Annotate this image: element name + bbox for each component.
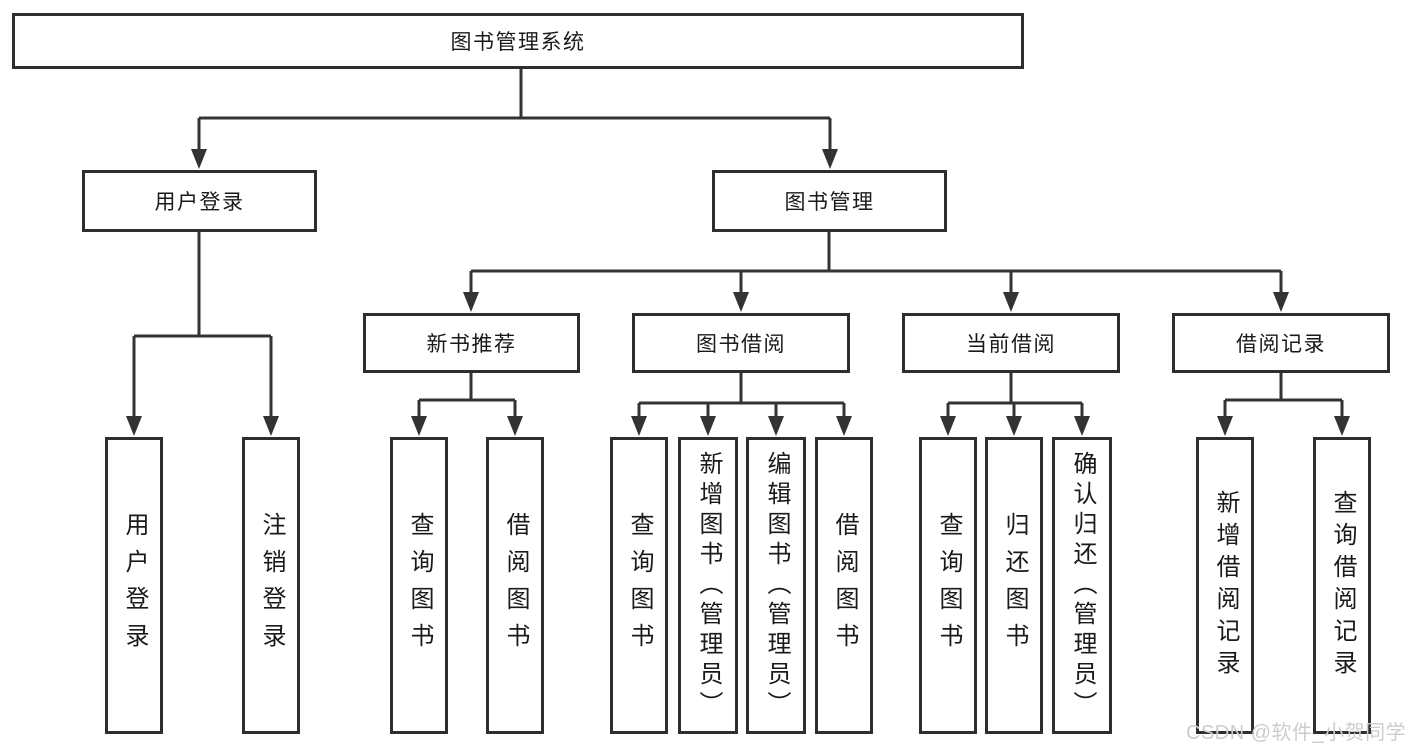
leaf-confirm-return-admin: 确认归还（管理员） (1052, 437, 1112, 734)
leaf-edit-books-admin-label: 编辑图书（管理员） (763, 450, 790, 721)
leaf-query-borrow-record-label: 查询借阅记录 (1329, 489, 1356, 682)
leaf-edit-books-admin: 编辑图书（管理员） (746, 437, 806, 734)
leaf-logout: 注销登录 (242, 437, 300, 734)
node-library-management-system: 图书管理系统 (12, 13, 1024, 69)
leaf-query-books-recommend: 查询图书 (390, 437, 448, 734)
leaf-add-borrow-record: 新增借阅记录 (1196, 437, 1254, 734)
leaf-user-login-label: 用户登录 (121, 511, 148, 660)
leaf-add-books-admin-label: 新增图书（管理员） (695, 450, 722, 721)
leaf-query-books-current: 查询图书 (919, 437, 977, 734)
node-new-book-recommendation-label: 新书推荐 (426, 333, 517, 356)
leaf-borrow-books-borrowing-label: 借阅图书 (831, 511, 858, 660)
leaf-borrow-books-recommend-label: 借阅图书 (502, 511, 529, 660)
node-book-borrowing-label: 图书借阅 (696, 333, 786, 356)
arrowheads (126, 149, 1350, 436)
node-library-management-system-label: 图书管理系统 (450, 31, 586, 54)
node-book-borrowing: 图书借阅 (632, 313, 850, 373)
leaf-add-books-admin: 新增图书（管理员） (678, 437, 738, 734)
leaf-query-books-borrowing: 查询图书 (610, 437, 668, 734)
leaf-query-books-borrowing-label: 查询图书 (626, 511, 653, 660)
node-user-login-label: 用户登录 (154, 191, 245, 214)
connector-paths (132, 69, 1344, 418)
node-current-borrowing: 当前借阅 (902, 313, 1120, 373)
node-new-book-recommendation: 新书推荐 (363, 313, 580, 373)
csdn-watermark: CSDN @软件_小贺同学 (1186, 722, 1405, 744)
leaf-logout-label: 注销登录 (258, 511, 285, 660)
leaf-confirm-return-admin-label: 确认归还（管理员） (1069, 450, 1096, 721)
leaf-user-login: 用户登录 (105, 437, 163, 734)
node-book-management-label: 图书管理 (784, 191, 875, 214)
leaf-return-books: 归还图书 (985, 437, 1043, 734)
leaf-borrow-books-borrowing: 借阅图书 (815, 437, 873, 734)
leaf-query-books-current-label: 查询图书 (935, 511, 962, 660)
leaf-borrow-books-recommend: 借阅图书 (486, 437, 544, 734)
node-user-login: 用户登录 (82, 170, 317, 232)
leaf-return-books-label: 归还图书 (1001, 511, 1028, 660)
node-current-borrowing-label: 当前借阅 (966, 333, 1056, 356)
node-borrowing-records-label: 借阅记录 (1236, 333, 1326, 356)
node-borrowing-records: 借阅记录 (1172, 313, 1390, 373)
leaf-add-borrow-record-label: 新增借阅记录 (1212, 489, 1239, 682)
leaf-query-books-recommend-label: 查询图书 (406, 511, 433, 660)
leaf-query-borrow-record: 查询借阅记录 (1313, 437, 1371, 734)
node-book-management: 图书管理 (712, 170, 947, 232)
